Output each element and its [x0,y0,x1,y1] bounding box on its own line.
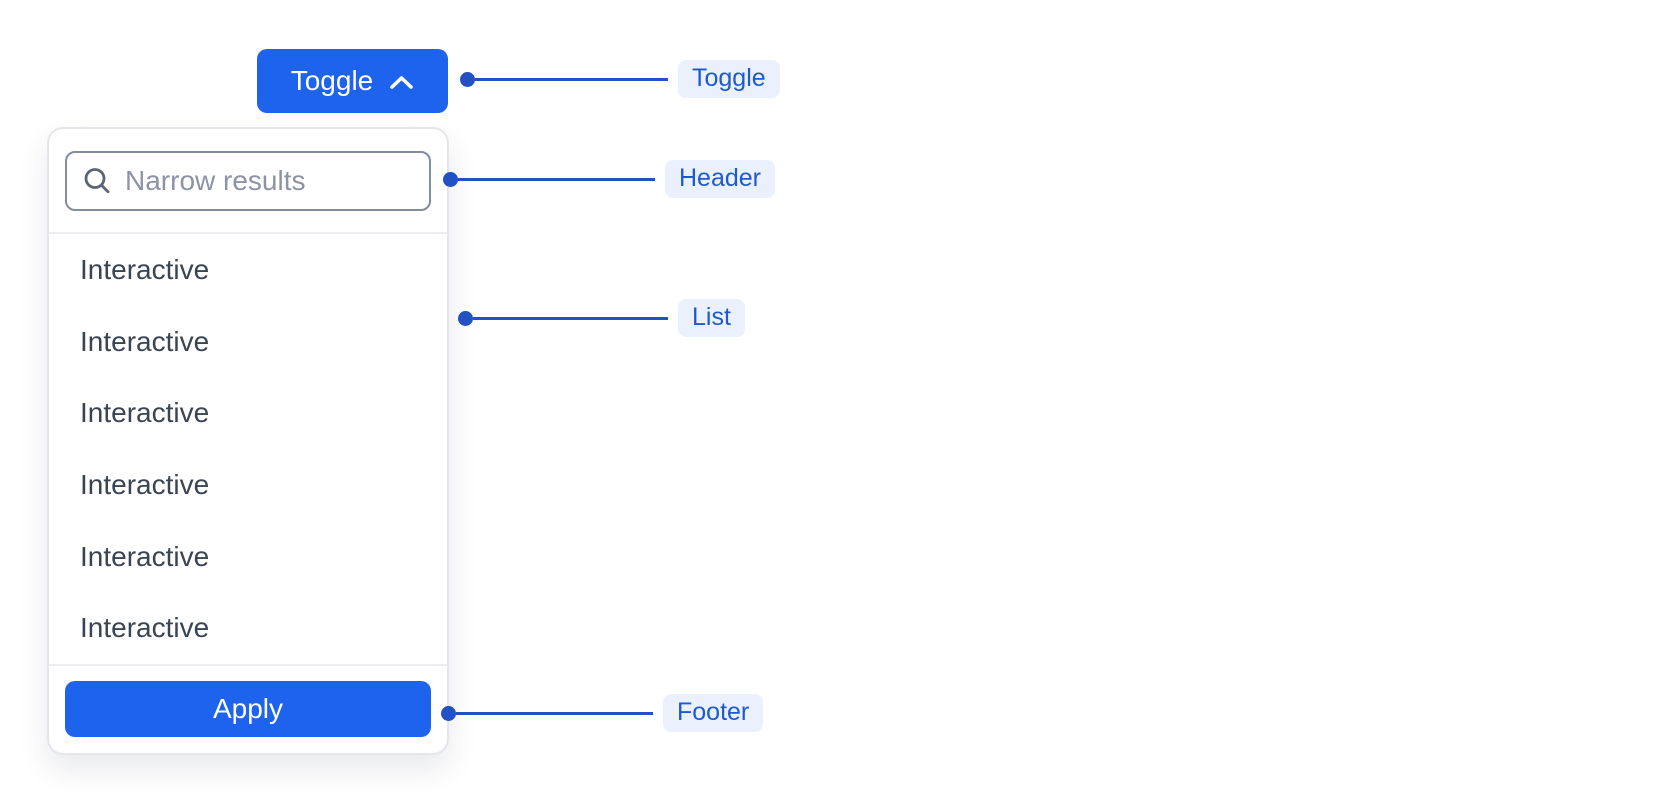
search-input[interactable] [125,164,415,197]
dropdown-footer: Apply [49,664,447,753]
callout-header: Header [443,160,775,198]
callout-line [473,316,668,320]
callout-list: List [458,299,745,337]
dropdown-header [49,129,447,234]
list-item[interactable]: Interactive [80,253,210,285]
apply-button[interactable]: Apply [65,681,431,737]
dropdown-list: Interactive Interactive Interactive Inte… [49,234,447,664]
search-icon [82,166,112,196]
callout-dot [458,310,473,326]
list-item[interactable]: Interactive [80,397,210,429]
dropdown-panel: Interactive Interactive Interactive Inte… [47,127,449,755]
chevron-up-icon [389,73,414,90]
callout-label-header: Header [665,160,775,198]
callout-line [458,177,655,181]
search-box[interactable] [65,150,431,211]
callout-footer: Footer [441,694,764,732]
toggle-button[interactable]: Toggle [257,49,448,113]
toggle-button-label: Toggle [290,65,374,96]
callout-line [475,77,668,81]
callout-dot [460,71,475,87]
callout-dot [443,171,458,187]
callout-label-list: List [678,299,745,337]
callout-line [456,711,653,715]
list-item[interactable]: Interactive [80,612,210,644]
callout-dot [441,705,456,721]
list-item[interactable]: Interactive [80,540,210,572]
list-item[interactable]: Interactive [80,325,210,357]
callout-label-footer: Footer [663,694,764,732]
callout-label-toggle: Toggle [678,60,780,98]
list-item[interactable]: Interactive [80,468,210,500]
callout-toggle: Toggle [460,60,780,98]
